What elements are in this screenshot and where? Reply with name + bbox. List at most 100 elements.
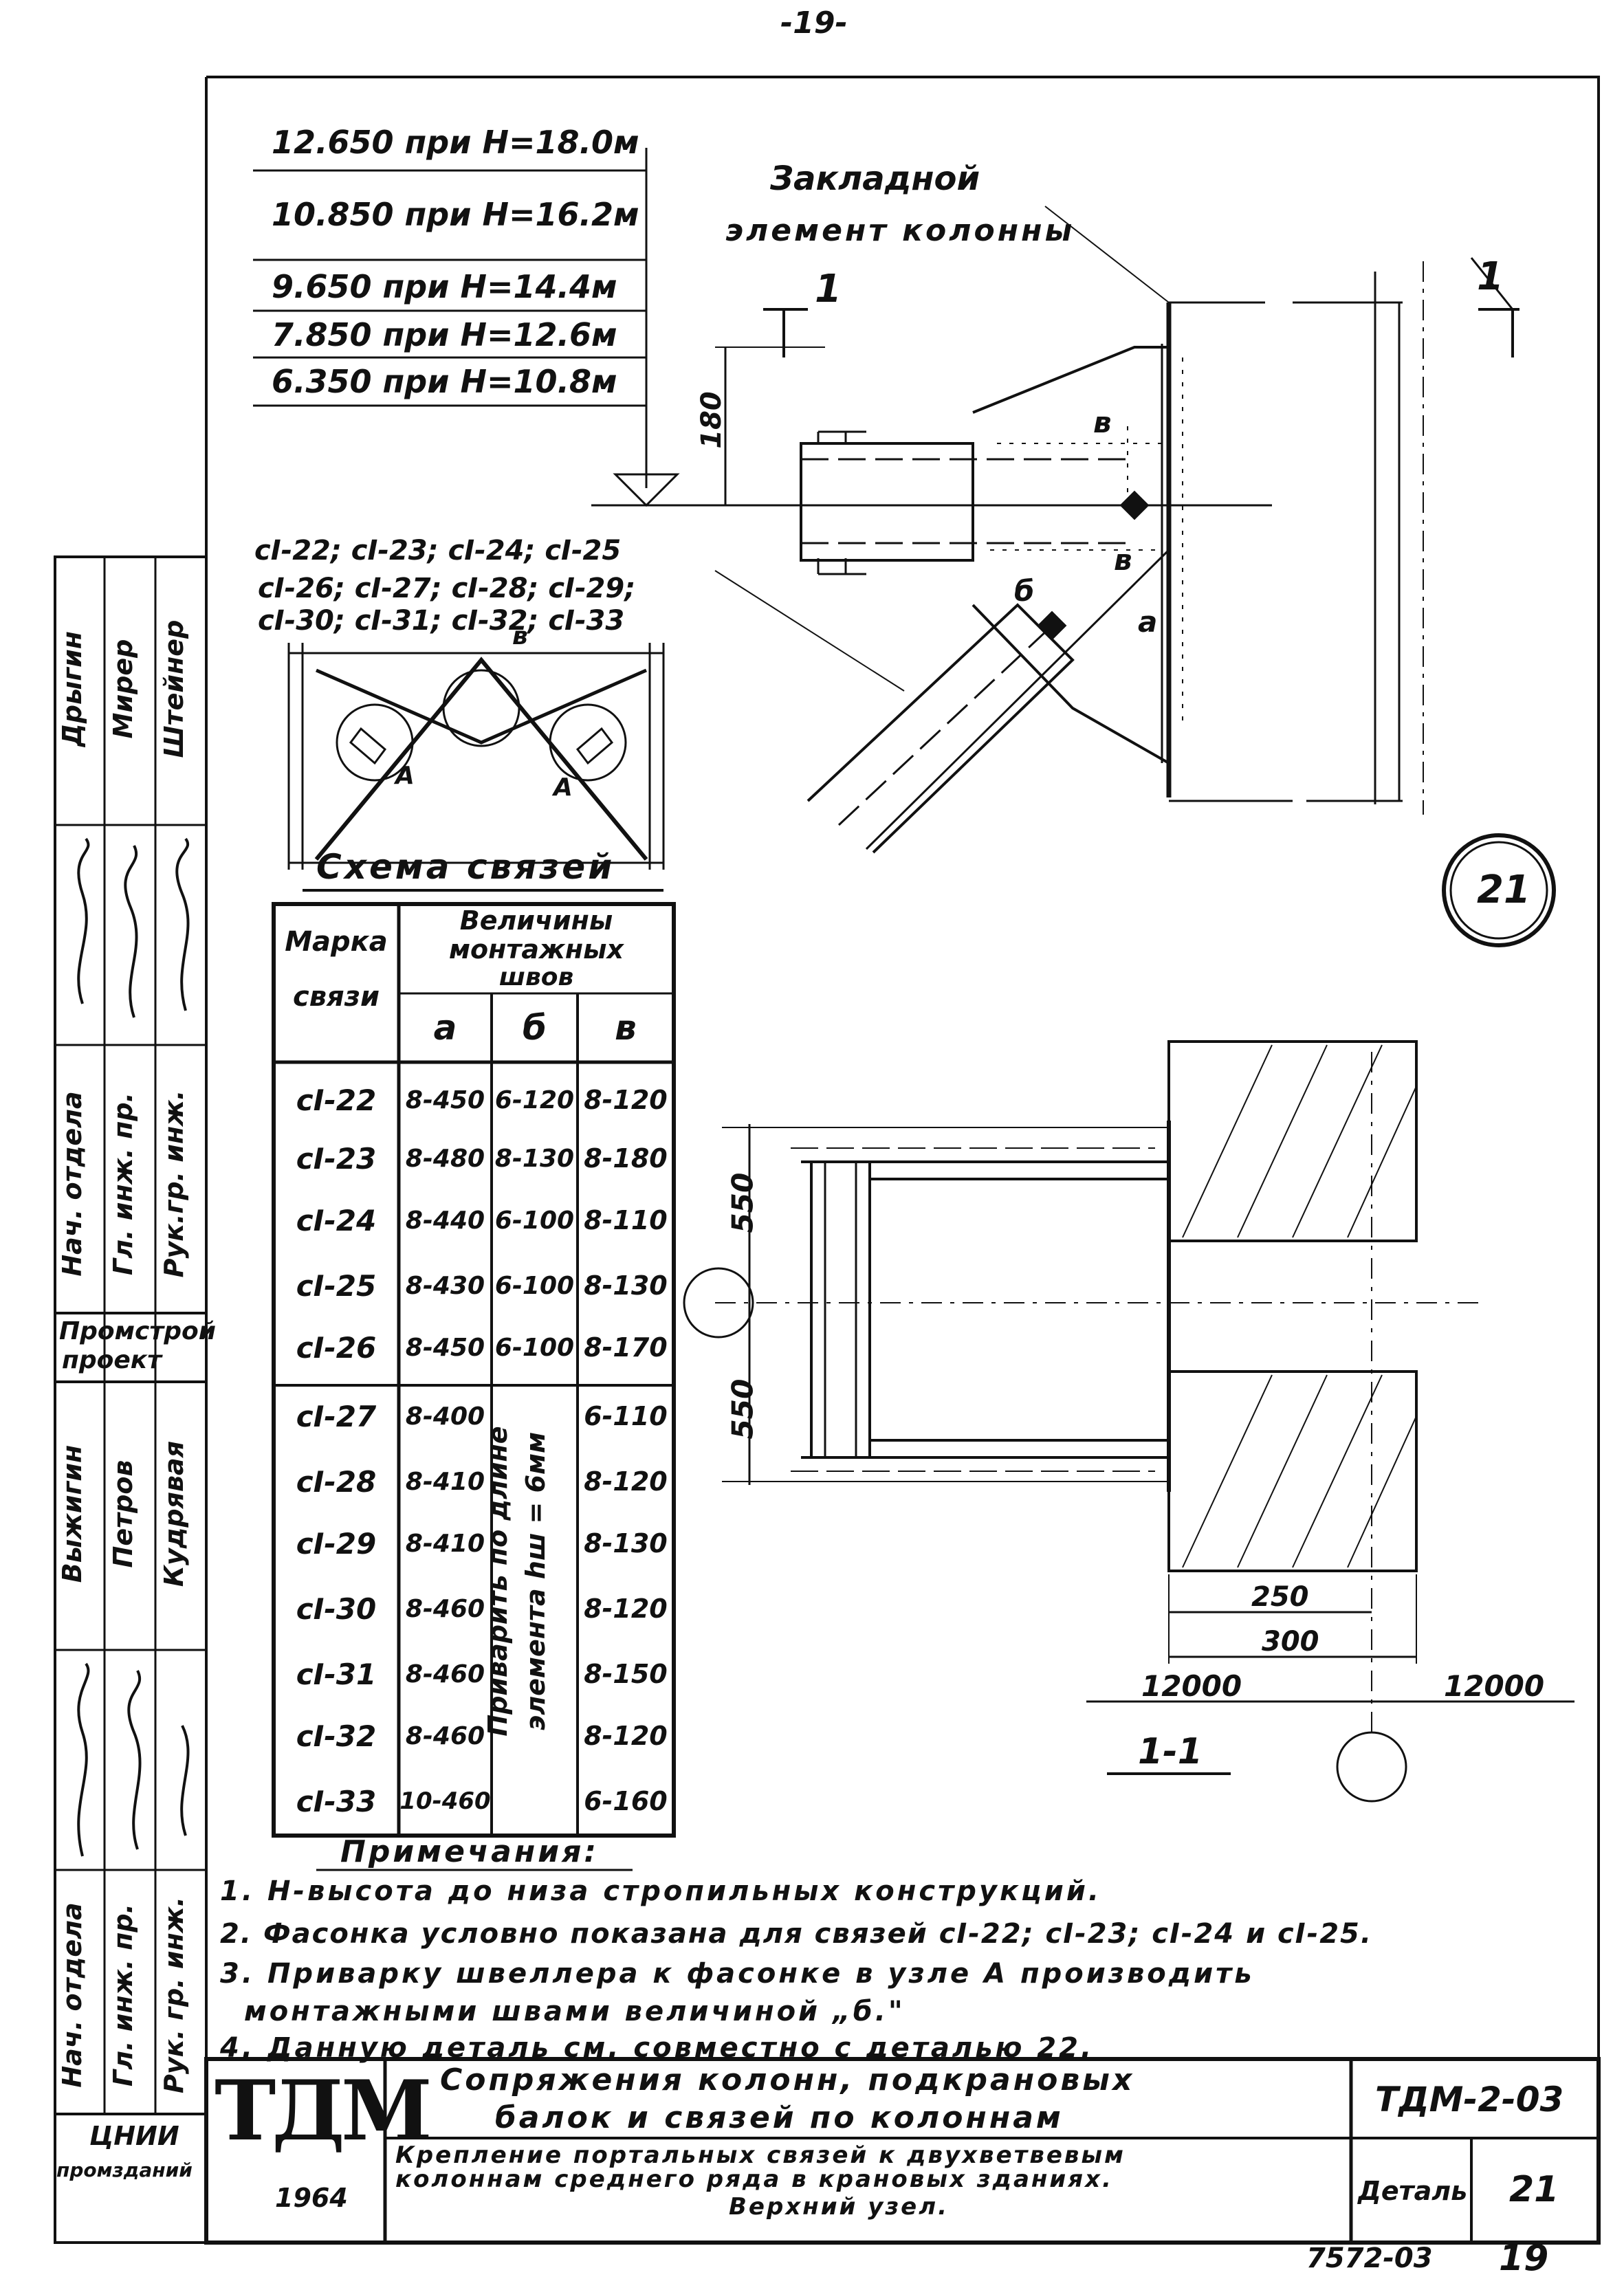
note-1: 1. Н-высота до низа стропильных конструк… (220, 1875, 1102, 1907)
scheme-title: Схема связей (316, 847, 615, 887)
table-head-values-1: Величины (459, 905, 613, 936)
table-row-mark: сI-31 (296, 1657, 377, 1691)
signatures-lower (77, 1662, 190, 1857)
note-3-cont: монтажными швами величиной „б." (244, 1996, 906, 2027)
side-upper-name-2: Мирер (108, 639, 138, 739)
table-row-a: 10-460 (399, 1787, 491, 1815)
scheme-node-a-left: А (395, 762, 415, 790)
weld-v-label: в (1093, 406, 1112, 439)
table-head-values-2: монтажных (448, 934, 624, 965)
notes-title: Примечания: (340, 1834, 599, 1869)
table-row-a: 8-440 (405, 1206, 485, 1235)
table-row-a: 8-410 (405, 1529, 485, 1558)
stamp-org-1: ЦНИИ (89, 2121, 179, 2151)
stamp-detail-number: 21 (1509, 2169, 1559, 2210)
side-strip-frame (54, 555, 206, 2244)
table-row-b: 8-130 (494, 1144, 575, 1173)
table-row-v: 8-110 (584, 1205, 668, 1235)
table-row-b: 6-100 (494, 1206, 575, 1235)
table-head-mark-1: Марка (285, 926, 388, 958)
weld-v-label-2: в (1114, 543, 1132, 577)
table-col-b: б (523, 1008, 547, 1048)
section-title: 1-1 (1138, 1731, 1203, 1772)
scheme-node-v: в (512, 622, 528, 650)
side-lower-name-2: Петров (108, 1460, 138, 1568)
weld-b-label: б (1014, 574, 1035, 608)
stamp-year: 1964 (275, 2183, 348, 2213)
side-lower-name-1: Выжигин (57, 1444, 87, 1583)
table-row-a: 8-460 (405, 1660, 485, 1688)
table-col-a: а (433, 1008, 457, 1048)
table-head-values-3: швов (498, 962, 574, 991)
sheet-number: 19 (1499, 2238, 1549, 2279)
signatures-upper (77, 837, 190, 1018)
table-row-a: 8-480 (405, 1144, 485, 1173)
weld-a-label: а (1138, 605, 1158, 639)
table-row-b: 6-120 (494, 1086, 575, 1114)
span-right: 12000 (1444, 1669, 1545, 1703)
table-row-a: 8-450 (405, 1333, 485, 1362)
table-row-a: 8-400 (405, 1402, 485, 1431)
stamp-code: ТДМ-2-03 (1375, 2080, 1564, 2120)
brace-marks-line-2: сI-26; сI-27; сI-28; сI-29; (258, 573, 636, 604)
section-mark-left: 1 (815, 267, 842, 311)
side-upper-name-3: Штейнер (159, 619, 189, 758)
side-upper-name-1: Дрыгин (57, 630, 87, 747)
side-lower-name-3: Кудрявая (159, 1440, 189, 1587)
stamp-org-2: промзданий (56, 2159, 193, 2181)
side-lower-role-2: Гл. инж. пр. (108, 1904, 138, 2087)
level-5: 6.350 при Н=10.8м (272, 363, 617, 400)
section-mark-right: 1 (1477, 254, 1504, 299)
table-row-mark: сI-22 (296, 1083, 377, 1117)
dim-300: 300 (1262, 1626, 1319, 1658)
span-left: 12000 (1141, 1669, 1242, 1703)
table-row-a: 8-410 (405, 1467, 485, 1496)
table-row-v: 8-170 (584, 1332, 668, 1363)
table-row-v: 8-120 (584, 1721, 668, 1751)
table-row-mark: сI-29 (296, 1526, 377, 1561)
table-row-mark: сI-30 (296, 1592, 377, 1626)
table-row-v: 8-150 (584, 1659, 668, 1689)
table-row-a: 8-460 (405, 1721, 485, 1750)
table-row-v: 6-160 (584, 1786, 668, 1816)
embedded-element-label-1: Закладной (770, 159, 980, 198)
table-row-v: 8-120 (584, 1594, 668, 1624)
stamp-title-1: Сопряжения колонн, подкрановых (440, 2062, 1135, 2098)
scheme-node-a-right: А (553, 773, 573, 802)
table-row-a: 8-460 (405, 1594, 485, 1623)
table-row-mark: сI-33 (296, 1784, 377, 1818)
table-row-v: 8-180 (584, 1143, 668, 1174)
level-1: 12.650 при Н=18.0м (272, 124, 639, 161)
table-row-a: 8-450 (405, 1086, 485, 1114)
table-row-b: 6-100 (494, 1333, 575, 1362)
side-upper-org-1: Промстрой (59, 1317, 216, 1345)
side-upper-role-3: Рук.гр. инж. (159, 1090, 189, 1278)
detail-bubble-number: 21 (1477, 868, 1530, 912)
table-col-v: в (615, 1008, 637, 1048)
table-row-mark: сI-25 (296, 1268, 377, 1303)
stamp-detail-label: Деталь (1358, 2176, 1468, 2206)
dim-550-bottom: 550 (725, 1378, 760, 1440)
note-4: 4. Данную деталь см. совместно с деталью… (220, 2032, 1095, 2064)
table-row-v: 8-120 (584, 1466, 668, 1497)
brace-marks-line-3: сI-30; сI-31; сI-32; сI-33 (258, 605, 625, 637)
level-3: 9.650 при Н=14.4м (272, 268, 617, 305)
embedded-element-label-2: элемент колонны (725, 213, 1075, 248)
dim-550-top: 550 (725, 1172, 760, 1233)
table-row-v: 8-120 (584, 1085, 668, 1115)
table-row-mark: сI-23 (296, 1141, 377, 1176)
table-row-mark: сI-28 (296, 1464, 377, 1499)
stamp-sub-2: колоннам среднего ряда в крановых здания… (395, 2166, 1113, 2193)
level-2: 10.850 при Н=16.2м (272, 196, 639, 233)
note-3: 3. Приварку швеллера к фасонке в узле А … (220, 1958, 1255, 1990)
brace-marks-line-1: сI-22; сI-23; сI-24; сI-25 (254, 535, 622, 566)
table-row-v: 8-130 (584, 1270, 668, 1301)
note-2: 2. Фасонка условно показана для связей с… (220, 1918, 1373, 1950)
dim-250: 250 (1251, 1581, 1309, 1613)
table-row-b: 6-100 (494, 1271, 575, 1300)
table-merged-b-line1: Приварить по длине (483, 1426, 513, 1737)
table-row-a: 8-430 (405, 1271, 485, 1300)
stamp-title-2: балок и связей по колоннам (495, 2100, 1064, 2135)
table-row-mark: сI-24 (296, 1203, 377, 1237)
